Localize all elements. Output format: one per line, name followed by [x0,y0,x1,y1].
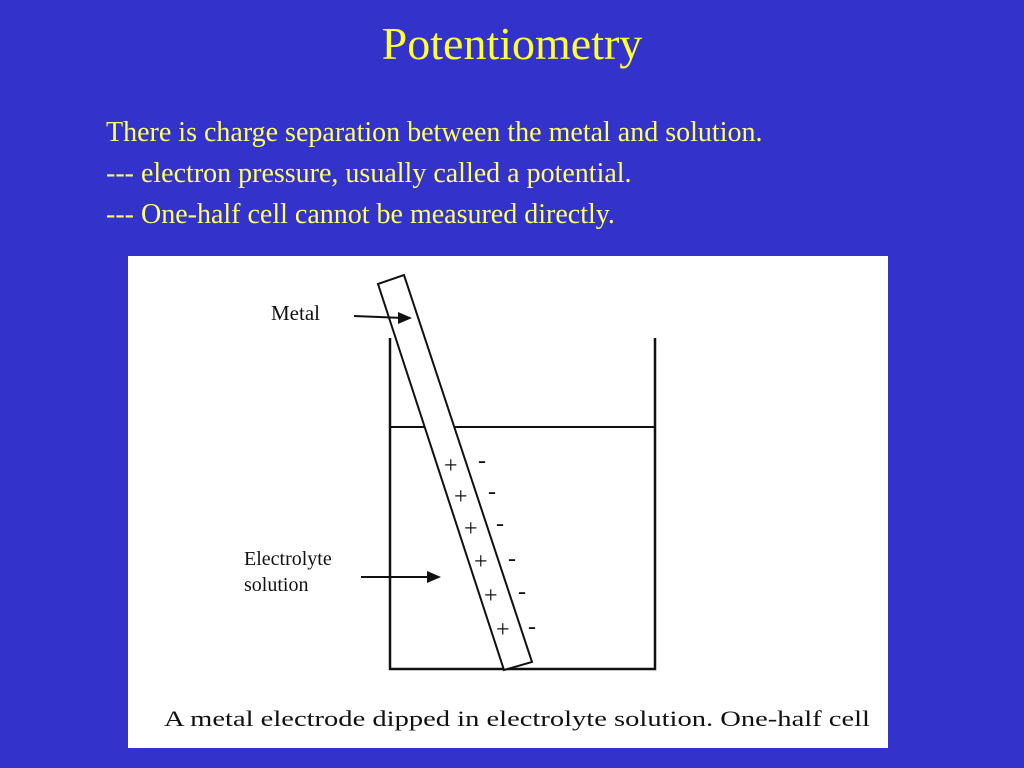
minus-sign: - [528,614,536,640]
half-cell-figure: Metal Electrolyte solution + - + - + - +… [128,256,888,748]
slide-title: Potentiometry [381,18,643,69]
figure-caption: A metal electrode dipped in electrolyte … [164,706,870,731]
minus-sign: - [518,579,526,605]
bullet-list: There is charge separation between the m… [106,112,762,235]
plus-sign: + [484,583,498,609]
metal-electrode [376,273,534,672]
electrolyte-arrowhead [427,571,441,583]
plus-sign: + [464,516,478,542]
minus-sign: - [488,479,496,505]
bullet-charge-separation: There is charge separation between the m… [106,117,763,148]
metal-arrow [353,315,405,319]
beaker [388,338,657,671]
metal-label: Metal [271,301,320,325]
plus-sign: + [496,617,510,643]
solution-label: solution [244,574,308,596]
plus-sign: + [444,453,458,479]
plus-sign: + [474,549,488,575]
bullet-electron-pressure: --- electron pressure, usually called a … [106,158,632,189]
minus-sign: - [478,448,486,474]
bullet-half-cell: --- One-half cell cannot be measured dir… [106,199,615,230]
minus-sign: - [496,511,504,537]
plus-sign: + [454,484,468,510]
minus-sign: - [508,546,516,572]
half-cell-diagram: Metal Electrolyte solution + - + - + - +… [164,273,870,731]
electrolyte-label: Electrolyte [244,548,332,570]
metal-arrowhead [398,312,412,324]
